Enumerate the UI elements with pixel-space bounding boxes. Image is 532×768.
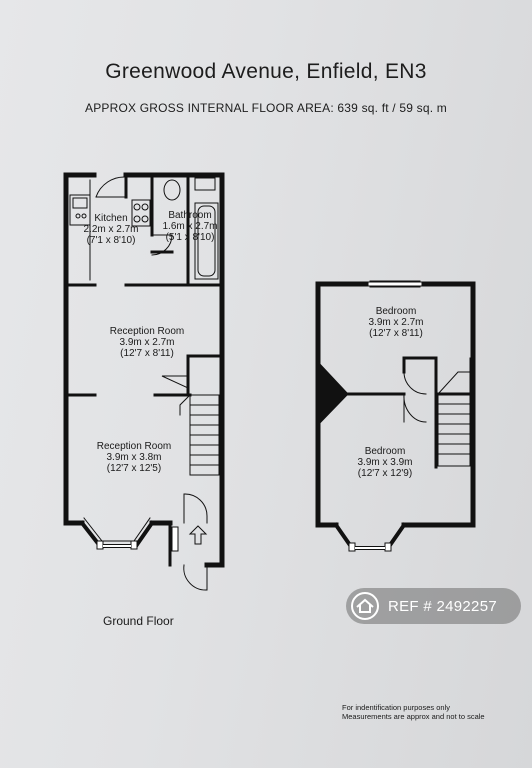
disclaimer-line-2: Measurements are approx and not to scale — [342, 712, 485, 721]
first-stairs — [437, 357, 471, 467]
bedroom-2-metric: 3.9m x 3.9m — [357, 457, 412, 468]
reception-room-1-name: Reception Room — [110, 326, 184, 337]
reference-watermark: REF # 2492257 — [346, 588, 521, 624]
bathroom-metric: 1.6m x 2.7m — [162, 221, 217, 232]
kitchen-fittings — [69, 179, 151, 281]
disclaimer: For indentification purposes only Measur… — [342, 703, 485, 721]
ground-floor-walls — [63, 172, 225, 568]
reception-room-2-metric: 3.9m x 3.8m — [106, 452, 161, 463]
bathroom-imperial: (5'1 x 8'10) — [166, 232, 215, 243]
ground-floor-label: Ground Floor — [103, 614, 174, 628]
first-door-swings — [403, 371, 427, 423]
bathroom-fittings — [163, 177, 219, 280]
bedroom-1-metric: 3.9m x 2.7m — [368, 317, 423, 328]
first-bay-window — [333, 522, 407, 550]
chimney-breast — [317, 360, 349, 427]
ground-stairs — [179, 394, 220, 545]
reference-number: REF # 2492257 — [388, 597, 497, 615]
bathroom-name: Bathroom — [168, 210, 211, 221]
kitchen-name: Kitchen — [94, 213, 127, 224]
home-icon — [351, 592, 379, 620]
bedroom-1-imperial: (12'7 x 8'11) — [369, 328, 423, 339]
reception-room-2-imperial: (12'7 x 12'5) — [107, 463, 161, 474]
floor-area-subtitle: APPROX GROSS INTERNAL FLOOR AREA: 639 sq… — [85, 101, 447, 115]
reception-room-1-imperial: (12'7 x 8'11) — [120, 348, 174, 359]
bedroom-2-imperial: (12'7 x 12'9) — [358, 468, 412, 479]
bedroom-2-name: Bedroom — [365, 446, 406, 457]
reception-room-1-metric: 3.9m x 2.7m — [119, 337, 174, 348]
reception-room-2-name: Reception Room — [97, 441, 171, 452]
bedroom-1-name: Bedroom — [376, 306, 417, 317]
ground-door-swings — [95, 176, 208, 591]
plan-title: Greenwood Avenue, Enfield, EN3 — [105, 60, 427, 83]
kitchen-metric: 2.2m x 2.7m — [83, 224, 138, 235]
kitchen-imperial: (7'1 x 8'10) — [87, 235, 136, 246]
ground-bay-window — [79, 520, 155, 548]
disclaimer-line-1: For indentification purposes only — [342, 703, 450, 712]
